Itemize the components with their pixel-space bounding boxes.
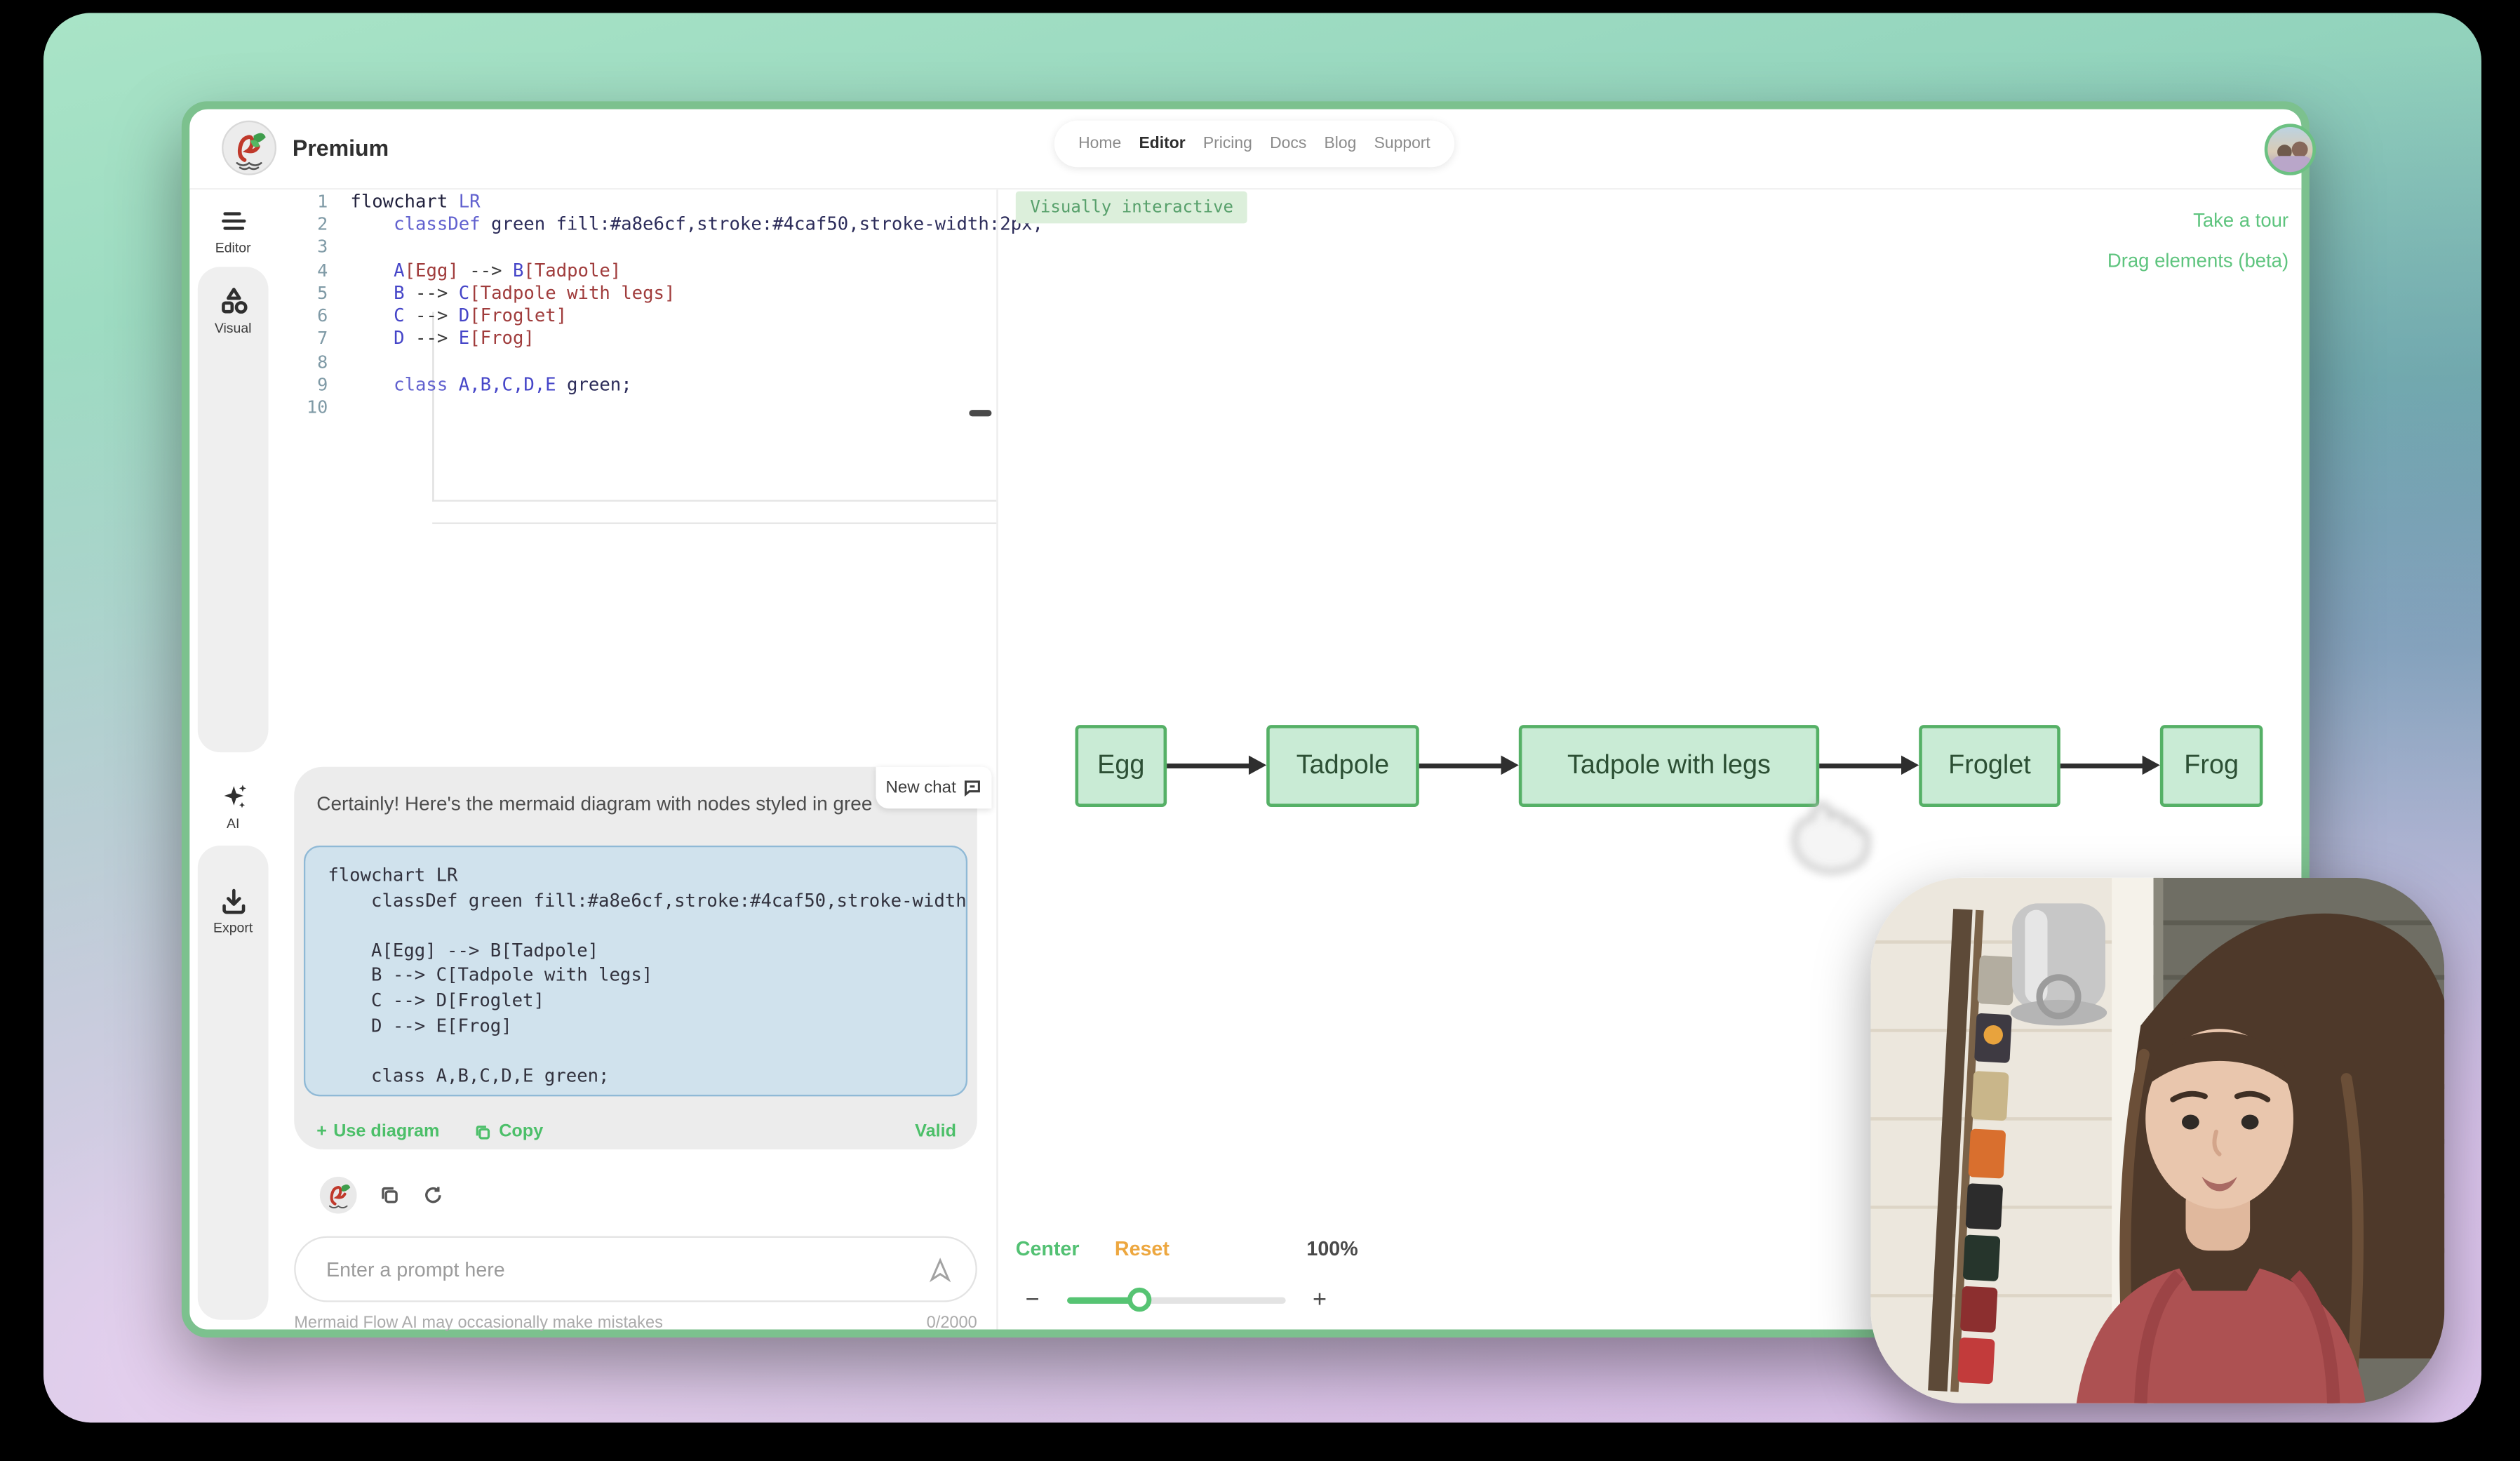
regenerate-icon[interactable] [422,1185,443,1206]
nav-item-docs[interactable]: Docs [1270,135,1307,153]
user-avatar[interactable] [2264,124,2317,175]
assistant-actions-row: + Use diagram Copy Valid [316,1122,956,1141]
webcam-video [1870,877,2445,1403]
editor-line: 8 [317,352,328,373]
sidebar-item-export[interactable]: Export [189,886,276,935]
copy-response-icon[interactable] [380,1185,401,1206]
zoom-out-button[interactable]: − [1025,1286,1040,1314]
flow-node-egg[interactable]: Egg [1075,725,1167,807]
flow-edge [2060,725,2160,807]
flow-node-froglet[interactable]: Froglet [1919,725,2060,807]
active-line-highlight [432,500,997,523]
editor-line: 7 D --> E[Frog] [317,328,535,350]
drag-elements-link[interactable]: Drag elements (beta) [2107,249,2289,272]
flow-node-tadpole-with-legs[interactable]: Tadpole with legs [1518,725,1820,807]
reset-button[interactable]: Reset [1114,1237,1169,1260]
canvas-controls: Center Reset 100% − + [1015,1237,1546,1314]
flowchart: Egg Tadpole Tadpole with legs Froglet Frog [1075,725,2263,807]
flow-edge [1419,725,1519,807]
flow-edge [1819,725,1919,807]
assistant-code-block: flowchart LR classDef green fill:#a8e6cf… [303,845,968,1097]
zoom-level-label: 100% [1306,1237,1358,1260]
nav-pill: Home Editor Pricing Docs Blog Support [1054,120,1455,168]
sidebar-item-ai[interactable]: AI [189,781,276,831]
take-a-tour-link[interactable]: Take a tour [2193,208,2289,232]
nav-item-blog[interactable]: Blog [1324,135,1357,153]
nav-item-home[interactable]: Home [1078,135,1122,153]
sidebar-group-lower [197,845,269,1320]
zoom-slider[interactable] [1066,1287,1286,1312]
send-icon[interactable] [927,1256,953,1282]
chat-plus-icon [964,780,980,797]
sidebar-item-editor[interactable]: Editor [189,206,276,255]
use-diagram-button[interactable]: + Use diagram [316,1121,440,1142]
visually-interactive-badge: Visually interactive [1015,191,1248,224]
editor-line: 5 B --> C[Tadpole with legs] [317,282,676,304]
zoom-in-button[interactable]: + [1313,1286,1327,1314]
sidebar: Editor Visual AI Export [189,189,276,1324]
editor-line: 6 C --> D[Froglet] [317,305,568,327]
copy-icon [476,1125,491,1139]
canvas-links: Take a tour Drag elements (beta) [2107,209,2288,290]
char-counter: 0/2000 [926,1314,977,1333]
assistant-meta-row [319,1176,443,1214]
disclaimer-text: Mermaid Flow AI may occasionally make mi… [294,1314,663,1333]
shapes-icon [220,288,247,314]
prompt-input-wrap [294,1236,977,1302]
editor-line: 2 classDef green fill:#a8e6cf,stroke:#4c… [317,213,1043,235]
sparkles-icon [223,785,246,808]
plan-label: Premium [292,135,389,161]
flow-edge [1167,725,1267,807]
sidebar-group-upper [197,267,269,753]
flow-node-frog[interactable]: Frog [2159,725,2263,807]
nav-item-pricing[interactable]: Pricing [1202,135,1252,153]
flow-node-tadpole[interactable]: Tadpole [1266,725,1419,807]
assistant-message-text: Certainly! Here's the mermaid diagram wi… [316,792,873,815]
editor-line: 9 class A,B,C,D,E green; [317,374,632,396]
editor-line: 4 A[Egg] --> B[Tadpole] [317,260,622,281]
chat-footer: Mermaid Flow AI may occasionally make mi… [294,1315,977,1333]
sidebar-item-visual[interactable]: Visual [189,286,276,336]
mouse-cursor-blurred [1792,803,1870,874]
nav-item-support[interactable]: Support [1374,135,1430,153]
webcam-overlay [1870,877,2445,1403]
new-chat-button[interactable]: New chat [876,766,992,809]
gutter-divider [432,312,434,502]
navbar: Premium Home Editor Pricing Docs Blog Support [189,109,2317,190]
panel-divider [996,189,998,1330]
editor-line: 3 [317,236,328,258]
app-logo-icon [222,120,277,175]
menu-icon [220,212,246,230]
center-button[interactable]: Center [1015,1237,1080,1260]
nav-item-editor[interactable]: Editor [1139,135,1186,153]
valid-status-badge: Valid [915,1121,957,1142]
prompt-input[interactable] [326,1257,927,1281]
editor-line: 10 [306,397,328,419]
copy-code-button[interactable]: Copy [475,1122,543,1141]
zoom-slider-handle[interactable] [1127,1287,1151,1312]
assistant-avatar [319,1176,357,1214]
download-icon [222,888,245,914]
editor-horizontal-scrollbar[interactable] [969,410,992,417]
